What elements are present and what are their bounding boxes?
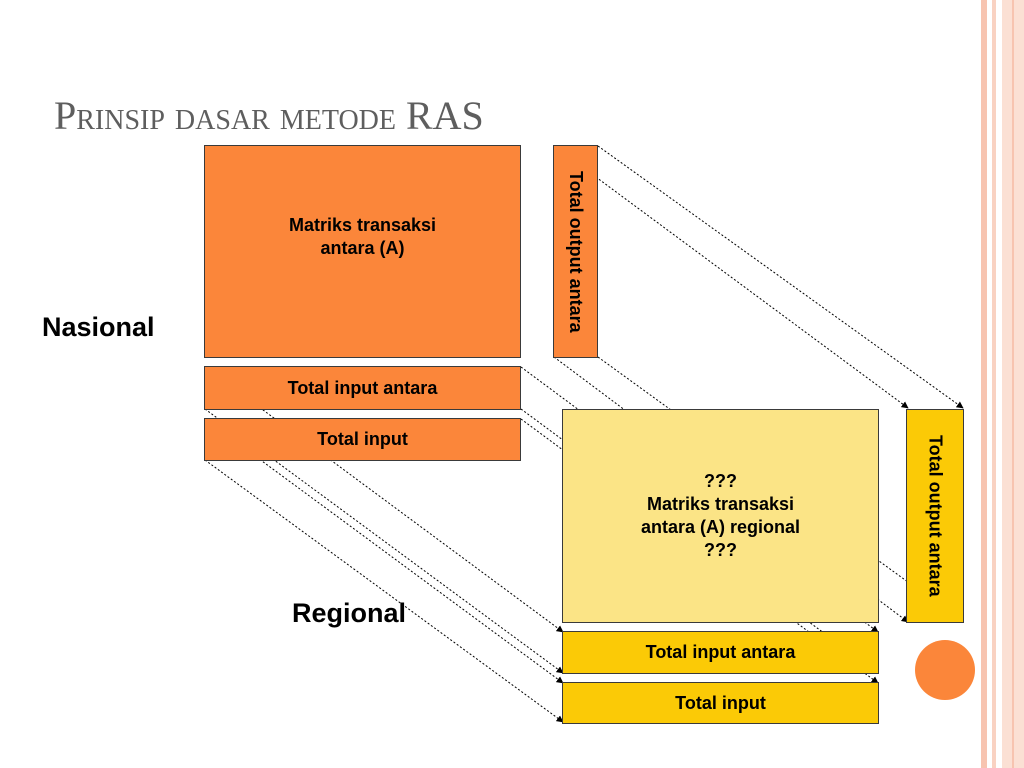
- nasional-total-input-antara-label: Total input antara: [287, 377, 438, 398]
- regional-total-input-antara-box: Total input antara: [562, 631, 879, 674]
- regional-matrix-label-line4: ???: [704, 540, 737, 560]
- regional-label: Regional: [292, 598, 407, 628]
- nasional-matrix-label-line2: antara (A): [320, 237, 405, 258]
- decorative-circle: [915, 640, 975, 700]
- nasional-total-input-antara-box: Total input antara: [204, 366, 521, 410]
- nasional-total-output-antara-label: Total output antara: [566, 170, 586, 333]
- arrow-output-top-left: [553, 145, 909, 409]
- nasional-matrix-box: Matriks transaksi antara (A): [204, 145, 521, 358]
- decorative-stripe: [1012, 0, 1014, 768]
- slide-title: Prinsip dasar metode RAS: [54, 93, 484, 138]
- decorative-stripe: [992, 0, 996, 768]
- arrow-output-top-right: [597, 145, 964, 409]
- regional-total-output-antara-box: Total output antara: [906, 409, 964, 623]
- regional-total-input-box: Total input: [562, 682, 879, 724]
- decorative-stripe: [981, 0, 987, 768]
- nasional-matrix-label-line1: Matriks transaksi: [288, 214, 437, 235]
- nasional-total-input-label: Total input: [317, 429, 408, 449]
- nasional-total-input-box: Total input: [204, 418, 521, 461]
- regional-matrix-label-line3: antara (A) regional: [640, 517, 801, 537]
- nasional-total-output-antara-box: Total output antara: [553, 145, 598, 358]
- nasional-label: Nasional: [42, 312, 155, 342]
- regional-matrix-label-line1: ???: [704, 471, 737, 491]
- regional-matrix-label-line2: Matriks transaksi: [646, 494, 795, 514]
- regional-total-output-antara-label: Total output antara: [925, 435, 946, 597]
- regional-total-input-antara-label: Total input antara: [645, 642, 796, 662]
- arrow-input-bottom-left: [204, 459, 564, 723]
- regional-matrix-box: ??? Matriks transaksi antara (A) regiona…: [562, 409, 879, 623]
- regional-total-input-label: Total input: [675, 692, 766, 713]
